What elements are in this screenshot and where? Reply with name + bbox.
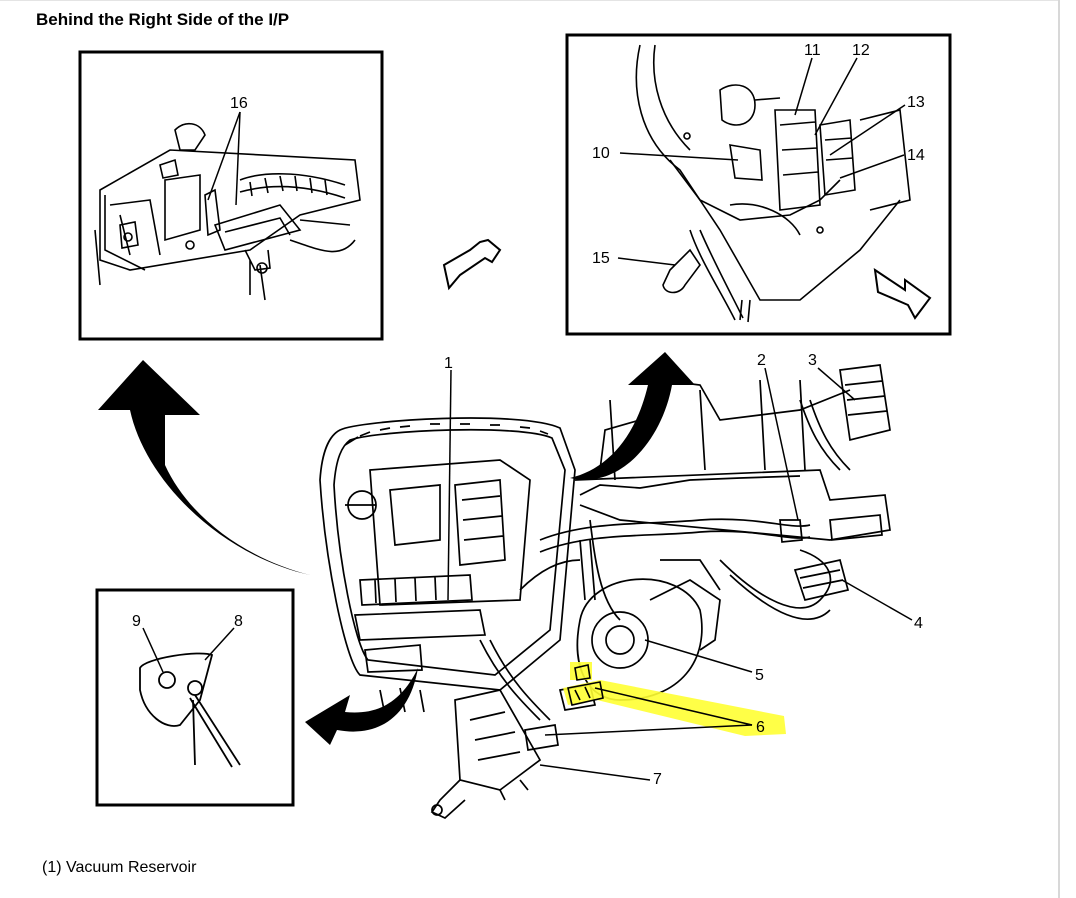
callout-6: 6 xyxy=(756,719,765,736)
leader-3 xyxy=(817,367,856,401)
callout-9: 9 xyxy=(132,613,141,630)
callout-leaders-bottom-left xyxy=(142,627,235,673)
leader-14 xyxy=(839,154,905,179)
inset-top-right: 10 11 12 13 14 15 xyxy=(565,33,952,336)
leader-8 xyxy=(204,627,235,661)
callout-4: 4 xyxy=(914,615,923,632)
leader-5 xyxy=(644,639,753,673)
callout-leaders-main xyxy=(447,367,913,781)
inset-top-left-drawing xyxy=(94,122,361,301)
leader-4 xyxy=(841,579,913,621)
highlight-item-6 xyxy=(563,662,786,736)
leader-7 xyxy=(539,764,651,781)
callout-13: 13 xyxy=(907,94,925,111)
direction-arrow-icon xyxy=(873,267,932,320)
direction-arrow-icon xyxy=(442,238,502,291)
callout-12: 12 xyxy=(852,42,870,59)
curved-arrow-right-up-icon xyxy=(570,352,695,480)
callout-16: 16 xyxy=(230,95,248,112)
callout-7: 7 xyxy=(653,771,662,788)
page-title: Behind the Right Side of the I/P xyxy=(36,10,290,29)
leader-2 xyxy=(764,367,799,521)
callout-leaders-top-right xyxy=(617,57,906,266)
callout-15: 15 xyxy=(592,250,610,267)
leader-11 xyxy=(794,57,813,116)
page-edge xyxy=(1058,0,1060,898)
leader-12 xyxy=(814,57,858,136)
top-border xyxy=(0,0,1058,1)
callout-3: 3 xyxy=(808,352,817,369)
callout-2: 2 xyxy=(757,352,766,369)
inset-bottom-left: 9 8 xyxy=(95,588,295,807)
callout-8: 8 xyxy=(234,613,243,630)
inset-frame xyxy=(78,50,384,341)
leader-6b xyxy=(544,724,753,736)
callout-14: 14 xyxy=(907,147,925,164)
leader-13 xyxy=(829,104,906,156)
leader-6a xyxy=(594,687,753,726)
inset-top-left: 16 xyxy=(78,50,384,341)
curved-arrow-left-up-icon xyxy=(98,360,310,575)
legend-caption: (1) Vacuum Reservoir xyxy=(42,859,197,876)
inset-frame xyxy=(95,588,295,807)
leader-1 xyxy=(447,369,452,601)
leader-15 xyxy=(617,257,676,266)
callout-leader-16 xyxy=(207,111,241,206)
hvac-module-drawing xyxy=(319,364,891,820)
leader-9 xyxy=(142,627,164,673)
leader-10 xyxy=(619,152,739,161)
curved-arrow-left-down-icon xyxy=(305,668,418,745)
callout-5: 5 xyxy=(755,667,764,684)
callout-1: 1 xyxy=(444,355,453,372)
vacuum-reservoir-drawing xyxy=(139,652,241,768)
callout-10: 10 xyxy=(592,145,610,162)
callout-11: 11 xyxy=(804,42,821,59)
inset-top-right-drawing xyxy=(635,44,911,323)
